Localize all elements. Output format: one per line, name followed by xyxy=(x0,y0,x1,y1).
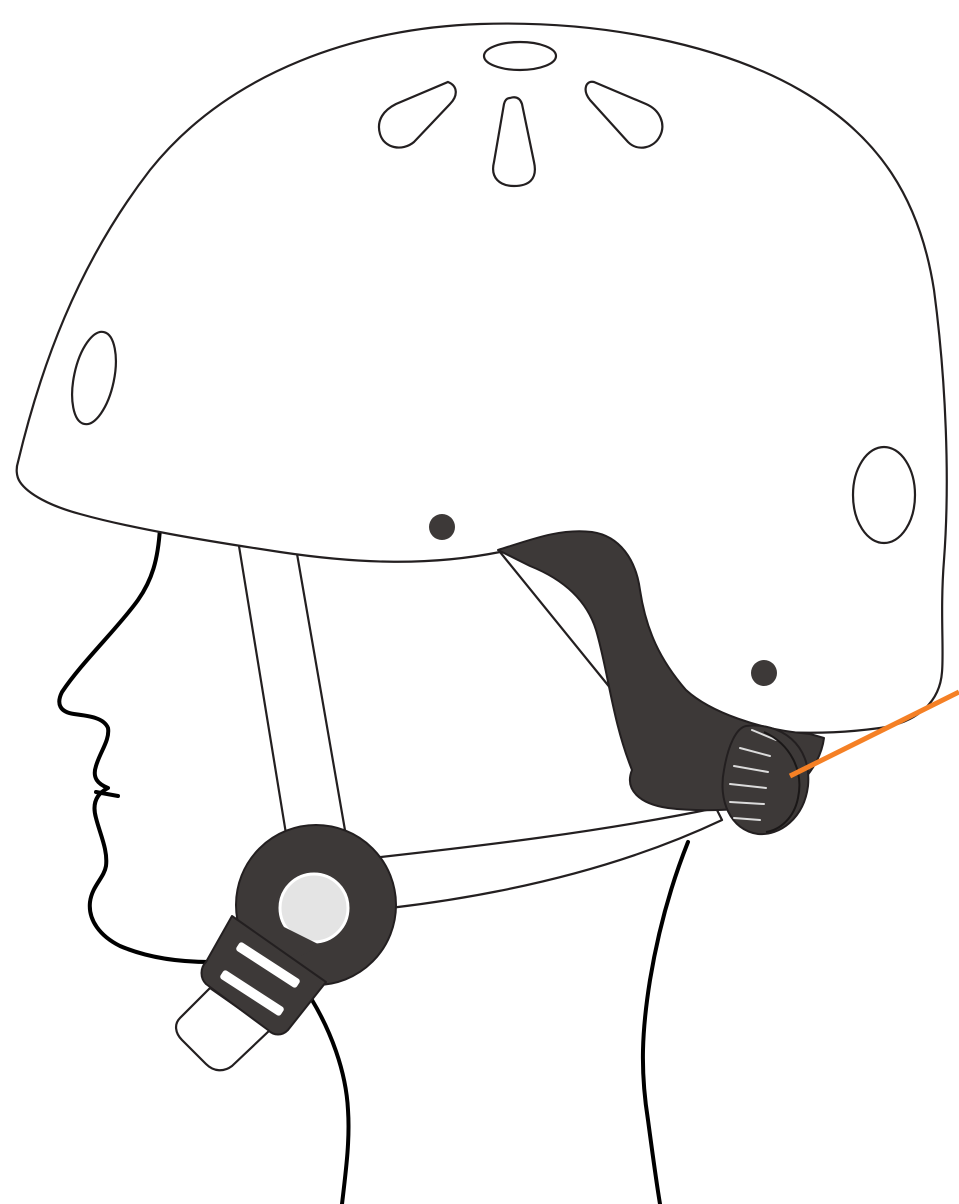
vent-icon xyxy=(484,42,556,70)
fit-dial-icon xyxy=(722,726,808,835)
vent-icon xyxy=(853,447,915,543)
rivet-icon xyxy=(751,660,777,686)
front-strap xyxy=(238,540,346,846)
neck-front-outline xyxy=(312,1000,349,1204)
helmet-shell-icon xyxy=(17,24,947,733)
neck-back-outline xyxy=(643,842,688,1204)
rivet-icon xyxy=(429,514,455,540)
face-outline xyxy=(59,528,210,962)
